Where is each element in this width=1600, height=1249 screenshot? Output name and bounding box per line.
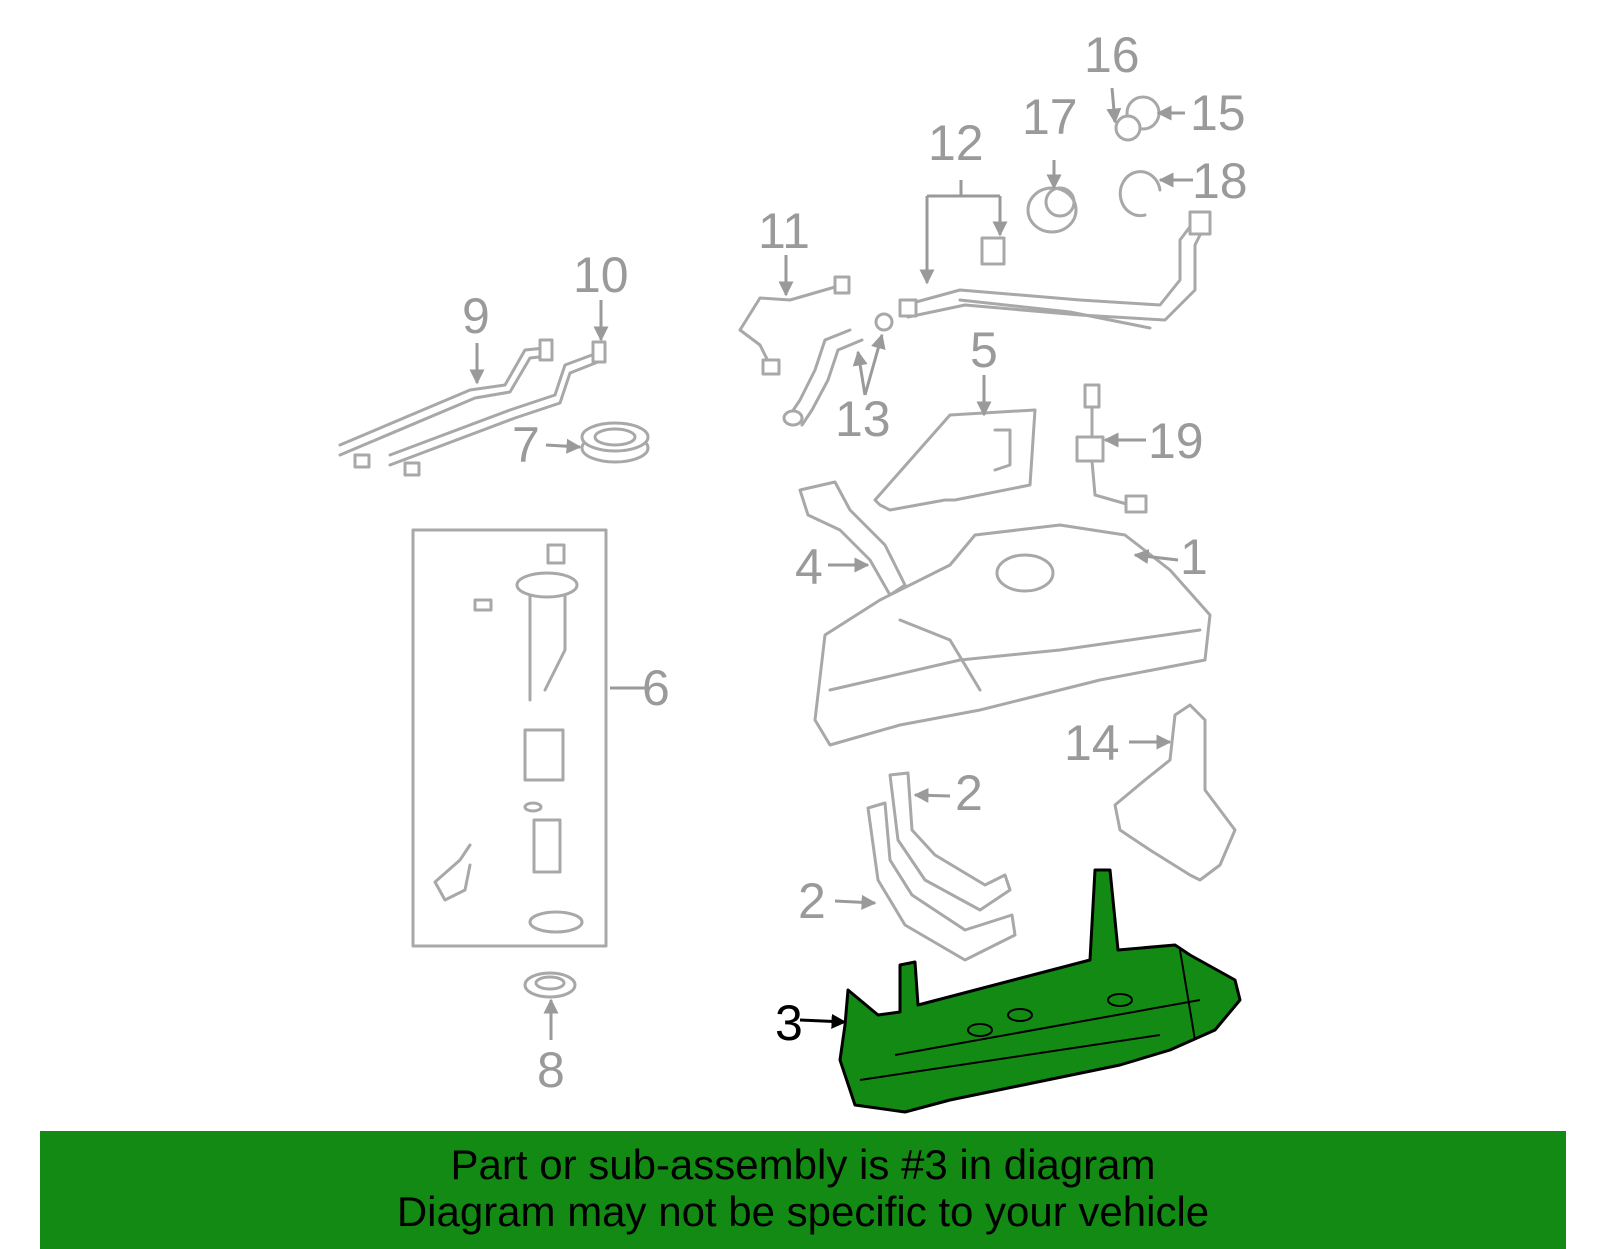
fuel-line-part-9 (338, 338, 607, 477)
callout-3: 3 (775, 995, 803, 1051)
fuel-pump-components-part-6 (433, 543, 584, 934)
sensor-harness-part-11 (738, 275, 851, 376)
snap-ring-part-18 (1118, 170, 1162, 218)
callout-11: 11 (758, 203, 810, 259)
callout-2-lower: 2 (798, 873, 826, 929)
banner-line-1: Part or sub-assembly is #3 in diagram (450, 1141, 1156, 1188)
callout-8: 8 (537, 1042, 565, 1098)
ring-part-7 (580, 421, 650, 464)
callout-4: 4 (795, 539, 823, 595)
callout-12: 12 (928, 115, 984, 171)
fuel-tank-part-1 (813, 523, 1212, 747)
callout-7: 7 (512, 417, 540, 473)
strap-part-2-upper (888, 771, 1012, 912)
cap-part-15-16 (1114, 95, 1161, 142)
hose-part-13 (782, 312, 894, 427)
callout-9: 9 (462, 288, 490, 344)
filler-pipe-part-12 (898, 210, 1212, 330)
sender-part-19 (1075, 383, 1148, 514)
callout-18: 18 (1192, 153, 1248, 209)
gasket-part-8 (523, 971, 577, 999)
callout-17: 17 (1022, 89, 1078, 145)
callout-1: 1 (1180, 529, 1208, 585)
protector-part-14 (1113, 703, 1237, 882)
callout-19: 19 (1148, 413, 1204, 469)
callout-10: 10 (573, 247, 629, 303)
strap-part-2-lower (866, 801, 1017, 962)
callout-6: 6 (642, 660, 670, 716)
callout-15: 15 (1190, 85, 1246, 141)
callout-2-upper: 2 (955, 765, 983, 821)
banner-line-2: Diagram may not be specific to your vehi… (396, 1188, 1210, 1235)
callout-14: 14 (1064, 715, 1120, 771)
callout-5: 5 (970, 322, 998, 378)
callout-13: 13 (835, 391, 891, 447)
leader-lines (469, 87, 1193, 1040)
fuel-cap-part-17 (1026, 186, 1078, 234)
skid-plate-part-3 (838, 868, 1242, 1114)
callout-16: 16 (1084, 27, 1140, 83)
pump-assembly-box-part-6 (411, 528, 608, 948)
info-banner: Part or sub-assembly is #3 in diagram Di… (40, 1131, 1566, 1249)
